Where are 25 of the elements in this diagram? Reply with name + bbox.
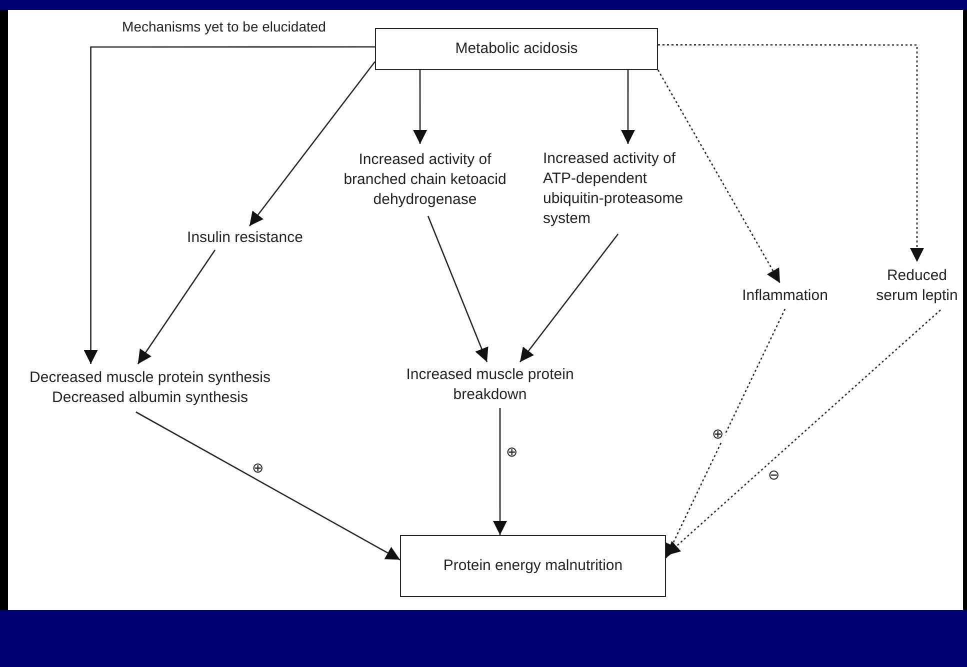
node-text: Increased activity of ATP-dependent ubiquitin-proteasome system	[543, 148, 684, 230]
arrow	[413, 70, 428, 144]
arrow	[137, 250, 216, 364]
edge-label: Mechanisms yet to be elucidated	[121, 19, 327, 35]
node-text: Increased activity of branched chain ketoacid dehydrogenase	[342, 150, 508, 210]
node-text: Decreased muscle protein synthesis	[30, 368, 270, 388]
arrow	[658, 44, 924, 262]
node-text: Increased muscle protein breakdown	[405, 364, 575, 405]
arrow	[136, 411, 400, 560]
node-text: Inflammation	[742, 286, 828, 306]
process-box	[375, 28, 658, 70]
node-text: Metabolic acidosis	[455, 38, 578, 59]
arrow	[248, 61, 376, 226]
arrow	[493, 408, 508, 535]
arrow	[665, 308, 786, 558]
node-text: Reduced serum leptin	[875, 266, 959, 306]
arrow	[519, 234, 619, 362]
arrow	[427, 216, 488, 362]
node-text: Insulin resistance	[187, 228, 303, 248]
arrow	[657, 70, 781, 284]
node-text: Protein energy malnutrition	[443, 556, 623, 576]
arrow	[620, 70, 635, 144]
node-text: Decreased albumin synthesis	[52, 388, 248, 408]
arrow	[84, 46, 375, 364]
process-box	[400, 535, 666, 597]
